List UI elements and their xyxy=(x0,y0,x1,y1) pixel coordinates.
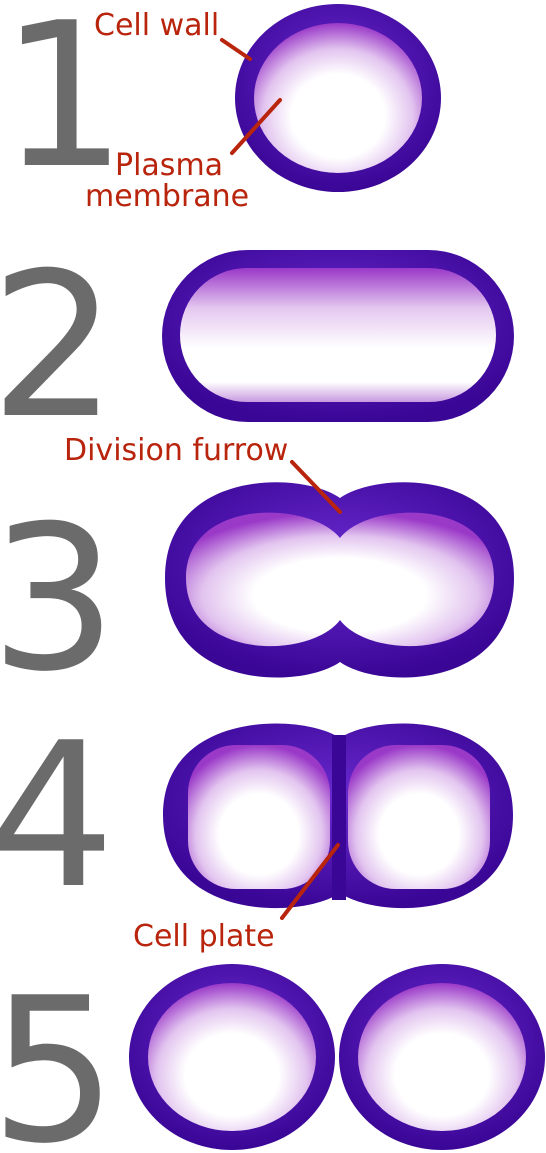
stage-5-daughter-cell-left xyxy=(129,964,335,1150)
label-plasma-membrane-line2: membrane xyxy=(85,179,249,214)
cell-wall-leader xyxy=(222,40,250,59)
stage-1-cell xyxy=(235,4,441,192)
stage-4-cell xyxy=(163,724,513,909)
step-number-4: 4 xyxy=(0,700,115,933)
cytoplasm xyxy=(180,268,496,402)
cell-plate xyxy=(332,735,346,900)
stage-5-daughter-cell-right xyxy=(339,964,545,1150)
cytoplasm-left xyxy=(188,745,330,889)
cytoplasm xyxy=(254,23,422,173)
cytoplasm xyxy=(358,983,526,1131)
stage-2-cell xyxy=(162,250,514,422)
cytoplasm-right xyxy=(348,745,490,889)
step-number-3: 3 xyxy=(0,483,117,716)
step-number-2: 2 xyxy=(0,230,117,463)
label-cell-plate: Cell plate xyxy=(133,919,275,954)
label-division-furrow: Division furrow xyxy=(64,433,288,468)
label-plasma-membrane-line1: Plasma xyxy=(115,148,223,183)
cytoplasm xyxy=(148,983,316,1131)
label-cell-wall: Cell wall xyxy=(94,8,219,43)
step-number-5: 5 xyxy=(0,955,117,1153)
